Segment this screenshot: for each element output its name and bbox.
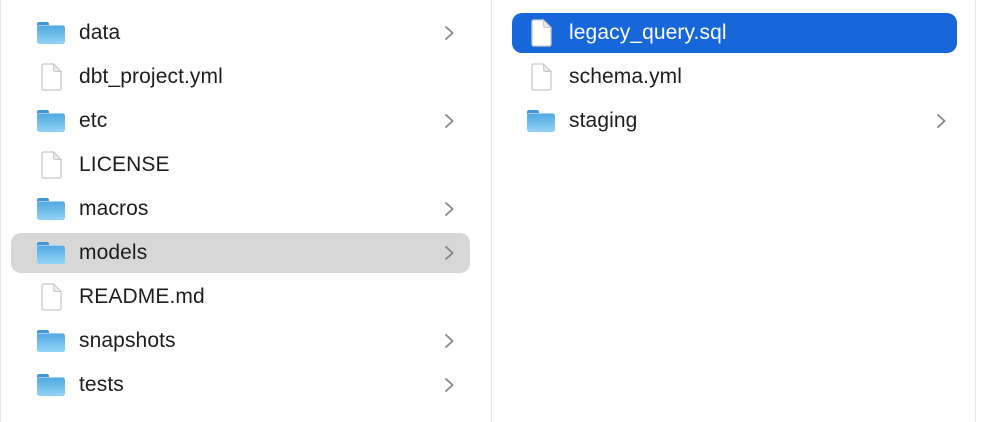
icon-slot — [527, 107, 555, 135]
file-label: tests — [79, 373, 124, 396]
next-column-empty — [976, 0, 984, 422]
file-label: LICENSE — [79, 153, 170, 176]
folder-icon — [37, 109, 65, 133]
file-label: snapshots — [79, 329, 176, 352]
file-row-macros[interactable]: macros — [1, 187, 491, 231]
document-icon — [531, 19, 552, 47]
folder-icon — [527, 109, 555, 133]
icon-slot — [37, 151, 65, 179]
file-row-data[interactable]: data — [1, 11, 491, 55]
chevron-right-icon — [445, 378, 454, 392]
column-models-directory: legacy_query.sql schema.yml staging — [492, 0, 976, 422]
icon-slot — [37, 107, 65, 135]
file-row-snapshots[interactable]: snapshots — [1, 319, 491, 363]
document-icon — [41, 63, 62, 91]
icon-slot — [37, 239, 65, 267]
file-label: dbt_project.yml — [79, 65, 223, 88]
folder-icon — [37, 21, 65, 45]
file-row-legacy-query-sql[interactable]: legacy_query.sql — [492, 11, 975, 55]
file-row-staging[interactable]: staging — [492, 99, 975, 143]
icon-slot — [527, 63, 555, 91]
column-parent-directory: data dbt_project.yml etc — [0, 0, 492, 422]
file-row-models[interactable]: models — [1, 231, 491, 275]
document-icon — [41, 283, 62, 311]
file-label: macros — [79, 197, 149, 220]
document-icon — [41, 151, 62, 179]
file-row-dbt-project-yml[interactable]: dbt_project.yml — [1, 55, 491, 99]
icon-slot — [37, 63, 65, 91]
chevron-right-icon — [445, 202, 454, 216]
file-row-etc[interactable]: etc — [1, 99, 491, 143]
file-row-tests[interactable]: tests — [1, 363, 491, 407]
file-label: schema.yml — [569, 65, 683, 88]
icon-slot — [37, 371, 65, 399]
chevron-right-icon — [445, 246, 454, 260]
file-label: README.md — [79, 285, 205, 308]
file-label: staging — [569, 109, 638, 132]
chevron-right-icon — [937, 114, 946, 128]
folder-icon — [37, 241, 65, 265]
chevron-right-icon — [445, 114, 454, 128]
file-row-license[interactable]: LICENSE — [1, 143, 491, 187]
icon-slot — [527, 19, 555, 47]
file-label: etc — [79, 109, 108, 132]
file-row-readme-md[interactable]: README.md — [1, 275, 491, 319]
file-label: legacy_query.sql — [569, 21, 727, 44]
chevron-right-icon — [445, 26, 454, 40]
folder-icon — [37, 373, 65, 397]
icon-slot — [37, 19, 65, 47]
icon-slot — [37, 283, 65, 311]
folder-icon — [37, 197, 65, 221]
document-icon — [531, 63, 552, 91]
file-row-schema-yml[interactable]: schema.yml — [492, 55, 975, 99]
icon-slot — [37, 195, 65, 223]
file-label: data — [79, 21, 121, 44]
file-label: models — [79, 241, 148, 264]
folder-icon — [37, 329, 65, 353]
chevron-right-icon — [445, 334, 454, 348]
icon-slot — [37, 327, 65, 355]
